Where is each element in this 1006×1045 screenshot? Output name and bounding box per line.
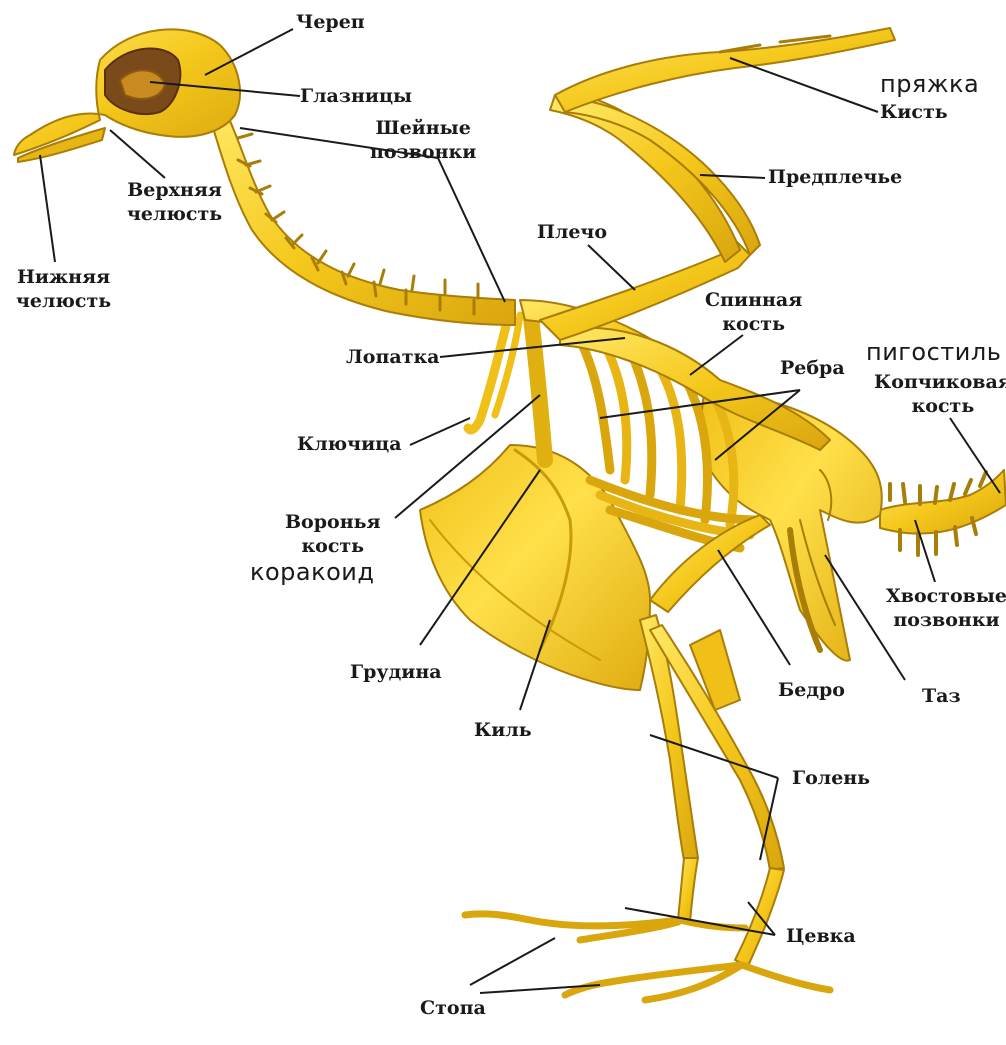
label-tail-vertebrae-line-2: позвонки <box>886 608 1006 632</box>
skull-shape <box>14 29 240 162</box>
label-coracoid-line-1: Воронья <box>285 510 381 534</box>
label-cervical-line-2: позвонки <box>370 140 476 164</box>
label-femur: Бедро <box>778 678 845 702</box>
label-pygostyle-note: пигостиль <box>866 340 1001 364</box>
label-coracoid-line-2: кость <box>285 534 381 558</box>
label-coccyx-line-2: кость <box>874 394 1006 418</box>
label-skull: Череп <box>296 10 365 34</box>
label-orbits: Глазницы <box>300 84 412 108</box>
label-pelvis: Таз <box>922 684 961 708</box>
leg-bones-shape <box>640 515 784 966</box>
label-back-bone: Спинная кость <box>705 288 802 336</box>
label-lower-jaw-line-2: челюсть <box>16 289 111 313</box>
label-coccyx-line-1: Копчиковая <box>874 370 1006 394</box>
label-forearm: Предплечье <box>768 165 902 189</box>
label-back-bone-line-1: Спинная <box>705 288 802 312</box>
label-upper-jaw: Верхняя челюсть <box>127 178 222 226</box>
label-scapula: Лопатка <box>346 345 440 369</box>
label-coccyx: Копчиковая кость <box>874 370 1006 418</box>
label-upper-jaw-line-2: челюсть <box>127 202 222 226</box>
label-keel: Киль <box>474 718 532 742</box>
label-coracoid-note: коракоид <box>250 560 375 584</box>
label-lower-jaw: Нижняя челюсть <box>16 265 111 313</box>
label-lower-jaw-line-1: Нижняя <box>16 265 111 289</box>
sternum-keel-shape <box>420 445 650 690</box>
label-cervical-line-1: Шейные <box>370 116 476 140</box>
label-coracoid: Воронья кость <box>285 510 381 558</box>
tail-vertebrae-shape <box>880 470 1006 555</box>
label-shin: Голень <box>792 766 870 790</box>
label-clavicle: Ключица <box>297 432 402 456</box>
label-ribs: Ребра <box>780 356 845 380</box>
label-cervical-vertebrae: Шейные позвонки <box>370 116 476 164</box>
coracoid-clavicle-shape <box>468 310 545 460</box>
label-upper-jaw-line-1: Верхняя <box>127 178 222 202</box>
label-hand-note: пряжка <box>880 72 979 96</box>
label-tail-vertebrae: Хвостовые позвонки <box>886 584 1006 632</box>
label-foot: Стопа <box>420 996 486 1020</box>
label-back-bone-line-2: кость <box>705 312 802 336</box>
label-tarsus: Цевка <box>786 924 856 948</box>
label-tail-vertebrae-line-1: Хвостовые <box>886 584 1006 608</box>
label-humerus: Плечо <box>537 220 607 244</box>
label-hand: Кисть <box>880 100 948 124</box>
label-sternum: Грудина <box>350 660 442 684</box>
